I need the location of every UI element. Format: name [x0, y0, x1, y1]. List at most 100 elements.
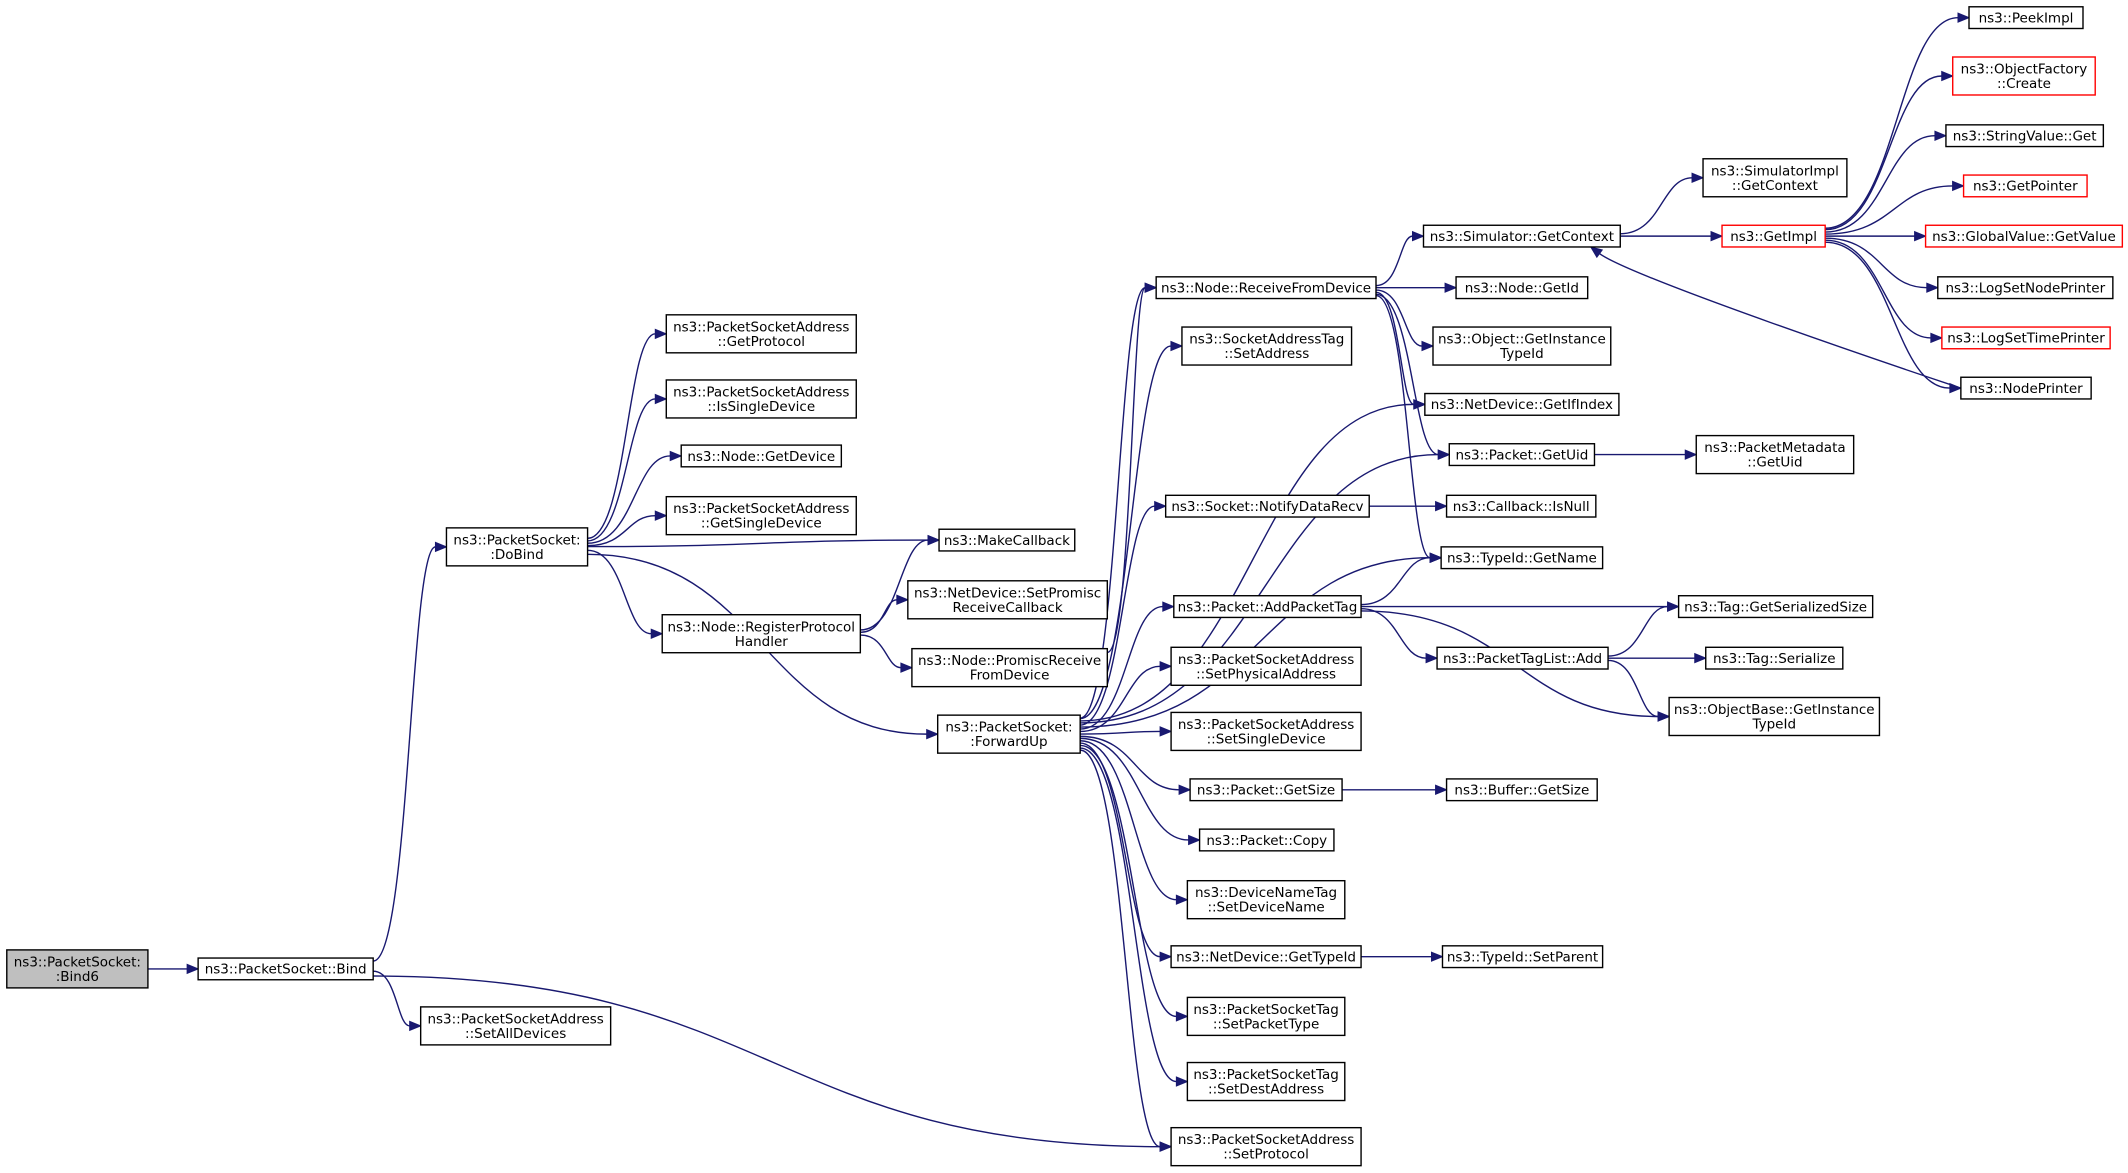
- edge-receivefromdevice-to-netdevicegetifindex: [1375, 291, 1427, 410]
- node-label: ns3::PacketSocket::Bind: [205, 962, 367, 978]
- node-socketaddresstag[interactable]: ns3::SocketAddressTag::SetAddress: [1181, 326, 1353, 366]
- node-getpointer[interactable]: ns3::GetPointer: [1962, 174, 2088, 198]
- node-typeidgetname[interactable]: ns3::TypeId::GetName: [1440, 546, 1604, 570]
- node-packetgetsize[interactable]: ns3::Packet::GetSize: [1189, 778, 1343, 802]
- node-bind[interactable]: ns3::PacketSocket::Bind: [197, 957, 374, 981]
- node-box: [1440, 546, 1604, 570]
- node-label: ns3::MakeCallback: [944, 533, 1070, 549]
- edge-line: [1375, 294, 1431, 559]
- node-issingledevice[interactable]: ns3::PacketSocketAddress::IsSingleDevice: [665, 379, 857, 419]
- node-packetgetuid[interactable]: ns3::Packet::GetUid: [1448, 443, 1596, 467]
- node-devicenametag[interactable]: ns3::DeviceNameTag::SetDeviceName: [1186, 879, 1346, 920]
- node-box: [6, 949, 149, 989]
- edge-forwardup-to-receivefromdevice: [1079, 282, 1158, 719]
- edge-getimpl-to-getpointer: [1825, 180, 1965, 235]
- edge-registerprotocol-to-promiscreceive: [860, 634, 914, 673]
- edge-dobind-to-issingledevice: [587, 393, 668, 542]
- node-label: ns3::LogSetTimePrinter: [1947, 331, 2105, 347]
- node-label: :DoBind: [490, 547, 543, 563]
- node-forwardup[interactable]: ns3::PacketSocket::ForwardUp: [936, 714, 1081, 754]
- edge-arrowhead: [1411, 230, 1425, 242]
- edge-arrowhead: [1175, 1076, 1189, 1087]
- node-logsettimeprinter[interactable]: ns3::LogSetTimePrinter: [1941, 326, 2111, 350]
- node-taggetserializedsize[interactable]: ns3::Tag::GetSerializedSize: [1677, 595, 1874, 619]
- node-label: ::SetProtocol: [1223, 1147, 1309, 1163]
- node-setpromisc[interactable]: ns3::NetDevice::SetPromiscReceiveCallbac…: [907, 580, 1109, 620]
- node-label: FromDevice: [970, 668, 1050, 684]
- node-setpackettype[interactable]: ns3::PacketSocketTag::SetPacketType: [1186, 996, 1346, 1037]
- node-stringvalueget[interactable]: ns3::StringValue::Get: [1945, 124, 2105, 148]
- node-nodeprinter[interactable]: ns3::NodePrinter: [1960, 376, 2092, 400]
- edge-bind6-to-bind: [147, 963, 200, 975]
- node-nodegetdevice[interactable]: ns3::Node::GetDevice: [680, 444, 843, 468]
- edge-arrowhead: [669, 450, 683, 462]
- node-objectfactorycreate[interactable]: ns3::ObjectFactory::Create: [1952, 56, 2096, 96]
- node-packetcopy[interactable]: ns3::Packet::Copy: [1198, 828, 1335, 852]
- node-box: [661, 614, 862, 654]
- edge-forwardup-to-socketaddresstag: [1080, 340, 1184, 720]
- edge-arrowhead: [1159, 726, 1173, 737]
- node-getprotocol[interactable]: ns3::PacketSocketAddress::GetProtocol: [665, 314, 857, 354]
- edge-line: [1080, 665, 1161, 733]
- node-logsetnodeprinter[interactable]: ns3::LogSetNodePrinter: [1937, 276, 2114, 300]
- node-getimpl[interactable]: ns3::GetImpl: [1721, 224, 1826, 248]
- edge-line: [587, 398, 656, 542]
- node-notifydatarecv[interactable]: ns3::Socket::NotifyDataRecv: [1164, 494, 1370, 518]
- node-label: TypeId: [1751, 717, 1796, 733]
- edge-packettaglistadd-to-objectbasegetinstancetypeid: [1608, 659, 1671, 722]
- edge-forwardup-to-packetcopy: [1080, 737, 1201, 846]
- edge-notifydatarecv-to-callbackisnull: [1369, 500, 1448, 512]
- edge-receivefromdevice-to-nodegetid: [1376, 282, 1458, 293]
- node-label: ns3::Packet::AddPacketTag: [1178, 599, 1358, 615]
- node-setsingledevice[interactable]: ns3::PacketSocketAddress::SetSingleDevic…: [1170, 711, 1362, 752]
- node-packettaglistadd[interactable]: ns3::PacketTagList::Add: [1436, 646, 1609, 670]
- node-callbackisnull[interactable]: ns3::Callback::IsNull: [1445, 494, 1597, 518]
- node-setalldevices[interactable]: ns3::PacketSocketAddress::SetAllDevices: [419, 1006, 612, 1046]
- edge-registerprotocol-to-setpromisc: [860, 594, 910, 634]
- node-peekimpl[interactable]: ns3::PeekImpl: [1968, 6, 2084, 30]
- node-typeidsetparent[interactable]: ns3::TypeId::SetParent: [1441, 945, 1604, 969]
- node-label: ::SetAddress: [1224, 346, 1309, 362]
- node-tagserialize[interactable]: ns3::Tag::Serialize: [1705, 646, 1844, 670]
- node-simimplgetcontext[interactable]: ns3::SimulatorImpl::GetContext: [1702, 158, 1848, 198]
- node-setdestaddress[interactable]: ns3::PacketSocketTag::SetDestAddress: [1186, 1061, 1346, 1102]
- node-setprotocol[interactable]: ns3::PacketSocketAddress::SetProtocol: [1170, 1126, 1362, 1167]
- node-receivefromdevice[interactable]: ns3::Node::ReceiveFromDevice: [1155, 276, 1377, 300]
- node-box: [1968, 6, 2084, 30]
- edge-arrowhead: [1413, 399, 1427, 410]
- node-label: ns3::GetImpl: [1730, 229, 1817, 245]
- node-label: ns3::PacketSocketAddress: [1178, 1132, 1354, 1148]
- edge-line: [860, 539, 929, 631]
- node-setphysicaladdress[interactable]: ns3::PacketSocketAddress::SetPhysicalAdd…: [1170, 646, 1362, 686]
- edge-arrowhead: [1154, 500, 1167, 512]
- node-dobind[interactable]: ns3::PacketSocket::DoBind: [445, 527, 589, 567]
- edge-line: [1375, 235, 1413, 287]
- node-simgetcontext[interactable]: ns3::Simulator::GetContext: [1422, 224, 1621, 248]
- node-label: ns3::PacketSocketAddress: [1178, 652, 1354, 668]
- edge-line: [1079, 286, 1146, 719]
- node-netdevicegetifindex[interactable]: ns3::NetDevice::GetIfIndex: [1424, 392, 1620, 416]
- edge-line: [1080, 737, 1189, 841]
- edge-bind-to-dobind: [372, 541, 448, 962]
- node-nodegetid[interactable]: ns3::Node::GetId: [1455, 276, 1589, 300]
- node-getsingledevice[interactable]: ns3::PacketSocketAddress::GetSingleDevic…: [665, 495, 857, 536]
- node-label: ns3::Node::GetId: [1465, 280, 1579, 296]
- node-box: [1432, 326, 1612, 366]
- edge-line: [1080, 744, 1177, 1018]
- node-buffergetsize[interactable]: ns3::Buffer::GetSize: [1445, 778, 1598, 802]
- edge-arrowhead: [1437, 449, 1451, 460]
- node-label: ns3::PeekImpl: [1979, 10, 2074, 26]
- node-netdevicegettypeid[interactable]: ns3::NetDevice::GetTypeId: [1170, 945, 1362, 969]
- node-addpackettag[interactable]: ns3::Packet::AddPacketTag: [1173, 595, 1362, 619]
- node-label: ::GetContext: [1732, 178, 1818, 194]
- edge-getimpl-to-globalvaluegetvalue: [1825, 230, 1927, 242]
- node-globalvaluegetvalue[interactable]: ns3::GlobalValue::GetValue: [1924, 224, 2124, 248]
- node-bind6[interactable]: ns3::PacketSocket::Bind6: [6, 949, 149, 989]
- node-packetmetadatagetuid[interactable]: ns3::PacketMetadata::GetUid: [1695, 434, 1855, 475]
- node-makecallback[interactable]: ns3::MakeCallback: [938, 528, 1076, 552]
- edge-line: [1599, 253, 1962, 389]
